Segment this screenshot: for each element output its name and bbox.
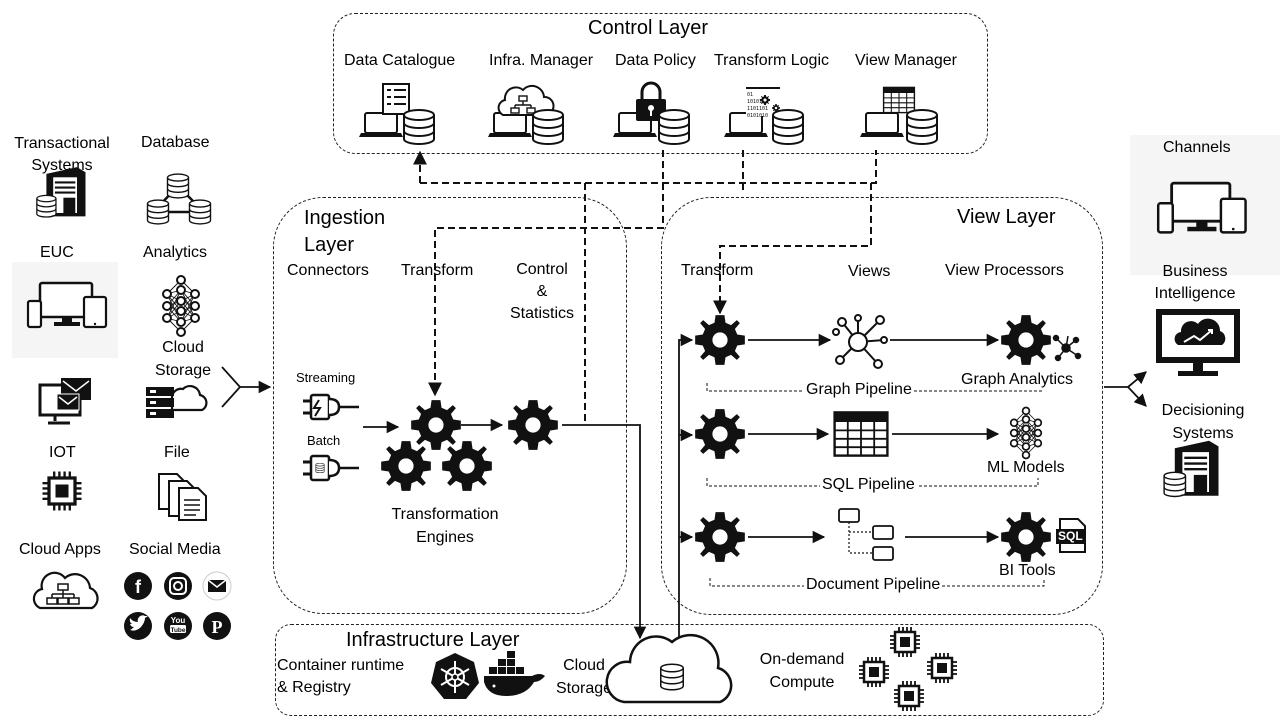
- graph-pipeline-label: Graph Pipeline: [804, 380, 914, 399]
- iot-label: IOT: [49, 444, 76, 461]
- data-policy-label: Data Policy: [615, 52, 696, 69]
- svg-text:1101101: 1101101: [747, 106, 768, 112]
- mail-icon: [202, 571, 232, 601]
- streaming-plug-icon: [301, 393, 361, 421]
- control-statistics-label: Control & Statistics: [509, 261, 574, 322]
- sql-pipeline-label: SQL Pipeline: [820, 475, 917, 494]
- container-runtime-label: Container runtime & Registry: [277, 657, 405, 696]
- infra-manager-label: Infra. Manager: [489, 52, 594, 69]
- file-documents-icon: [158, 473, 207, 521]
- ingestion-layer-box: [273, 197, 627, 614]
- batch-label: Batch: [307, 433, 341, 448]
- transform-logic-icon: 01 10101 1101101 0101010: [723, 87, 804, 145]
- views-label: Views: [848, 263, 891, 280]
- svg-text:10101: 10101: [747, 99, 762, 105]
- control-layer-box: [333, 13, 988, 154]
- svg-text:01: 01: [747, 92, 753, 98]
- infrastructure-layer-box: [275, 624, 1104, 716]
- cloud-apps-icon: [32, 571, 99, 610]
- decisioning-systems-label: Decisioning Systems: [1161, 402, 1245, 442]
- bi-monitor-icon: [1156, 309, 1240, 376]
- on-demand-compute-label: On-demand Compute: [759, 651, 845, 691]
- svg-text:0101010: 0101010: [747, 113, 768, 119]
- pinterest-icon: P: [203, 612, 231, 640]
- data-catalogue-icon: [358, 83, 435, 145]
- view-layer-box: [661, 197, 1103, 615]
- view-processors-label: View Processors: [945, 262, 1064, 279]
- view-manager-label: View Manager: [855, 52, 957, 69]
- graph-network-icon: [832, 314, 888, 369]
- connectors-label: Connectors: [287, 262, 369, 279]
- social-media-label: Social Media: [129, 541, 221, 558]
- ingestion-layer-title: Ingestion Layer: [304, 207, 386, 256]
- ml-models-label: ML Models: [987, 459, 1065, 476]
- ingestion-transform-label: Transform: [401, 262, 474, 279]
- view-layer-title: View Layer: [957, 206, 1056, 228]
- channels-devices-icon: [1156, 181, 1247, 234]
- graph-node-icon: [1052, 334, 1082, 362]
- cloud-storage-icon: [605, 633, 733, 704]
- facebook-icon: f: [124, 572, 152, 600]
- data-catalogue-label: Data Catalogue: [344, 52, 456, 69]
- svg-text:f: f: [135, 577, 142, 597]
- infrastructure-layer-title: Infrastructure Layer: [346, 629, 520, 651]
- sql-badge: SQL: [1058, 529, 1083, 543]
- svg-text:You: You: [171, 616, 186, 625]
- streaming-label: Streaming: [296, 370, 356, 385]
- file-label: File: [164, 444, 190, 461]
- cloud-storage-server-icon: [146, 384, 208, 418]
- instagram-icon: [164, 572, 192, 600]
- business-intelligence-label: Business Intelligence: [1154, 263, 1236, 302]
- graph-analytics-label: Graph Analytics: [961, 370, 1074, 389]
- infra-manager-icon: [487, 84, 564, 145]
- docker-icon: [484, 651, 545, 696]
- analytics-label: Analytics: [143, 244, 208, 261]
- svg-text:Tube: Tube: [170, 627, 185, 634]
- cloud-storage-source-label: Cloud Storage: [154, 339, 212, 379]
- document-pipeline-label: Document Pipeline: [804, 575, 943, 594]
- document-tree-icon: [838, 508, 894, 561]
- decisioning-server-icon: [1163, 439, 1220, 498]
- channels-label: Channels: [1163, 139, 1231, 156]
- kubernetes-icon: [431, 653, 479, 699]
- twitter-icon: [124, 612, 152, 640]
- view-transform-label: Transform: [681, 262, 754, 279]
- sql-file-icon: [1056, 518, 1086, 553]
- bi-tools-label: BI Tools: [999, 562, 1056, 579]
- cloud-storage-infra-label: Cloud Storage: [555, 657, 613, 697]
- transform-logic-label: Transform Logic: [714, 52, 829, 69]
- data-policy-icon: [612, 81, 690, 145]
- email-monitor-icon: [38, 378, 91, 425]
- database-label: Database: [141, 134, 210, 151]
- control-layer-title: Control Layer: [588, 17, 709, 39]
- database-network-icon: [146, 173, 212, 225]
- transformation-engines-label: Transformation Engines: [391, 506, 499, 546]
- svg-text:P: P: [212, 617, 223, 637]
- cloud-apps-label: Cloud Apps: [19, 541, 101, 558]
- euc-label: EUC: [40, 244, 74, 261]
